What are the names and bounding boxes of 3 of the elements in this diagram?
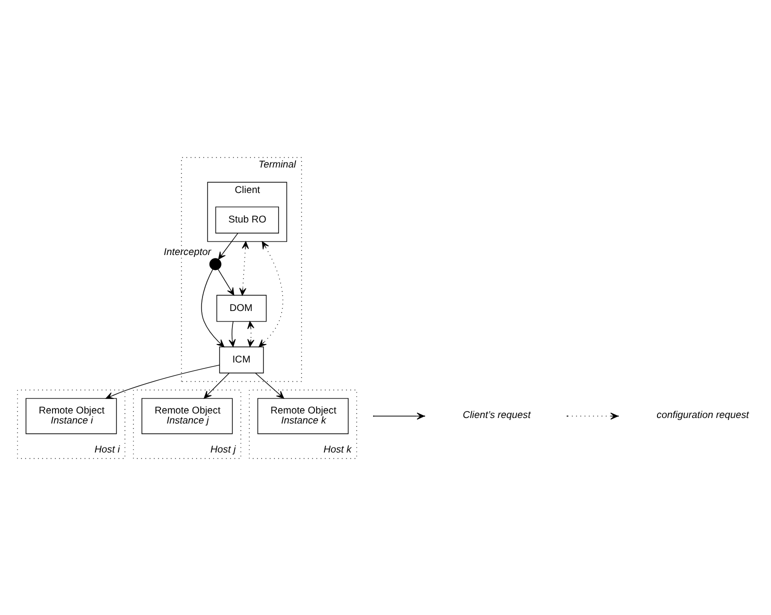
legend-label: configuration request — [656, 410, 749, 421]
node-label: Interceptor — [164, 246, 211, 258]
legend-label: Client’s request — [462, 410, 531, 421]
